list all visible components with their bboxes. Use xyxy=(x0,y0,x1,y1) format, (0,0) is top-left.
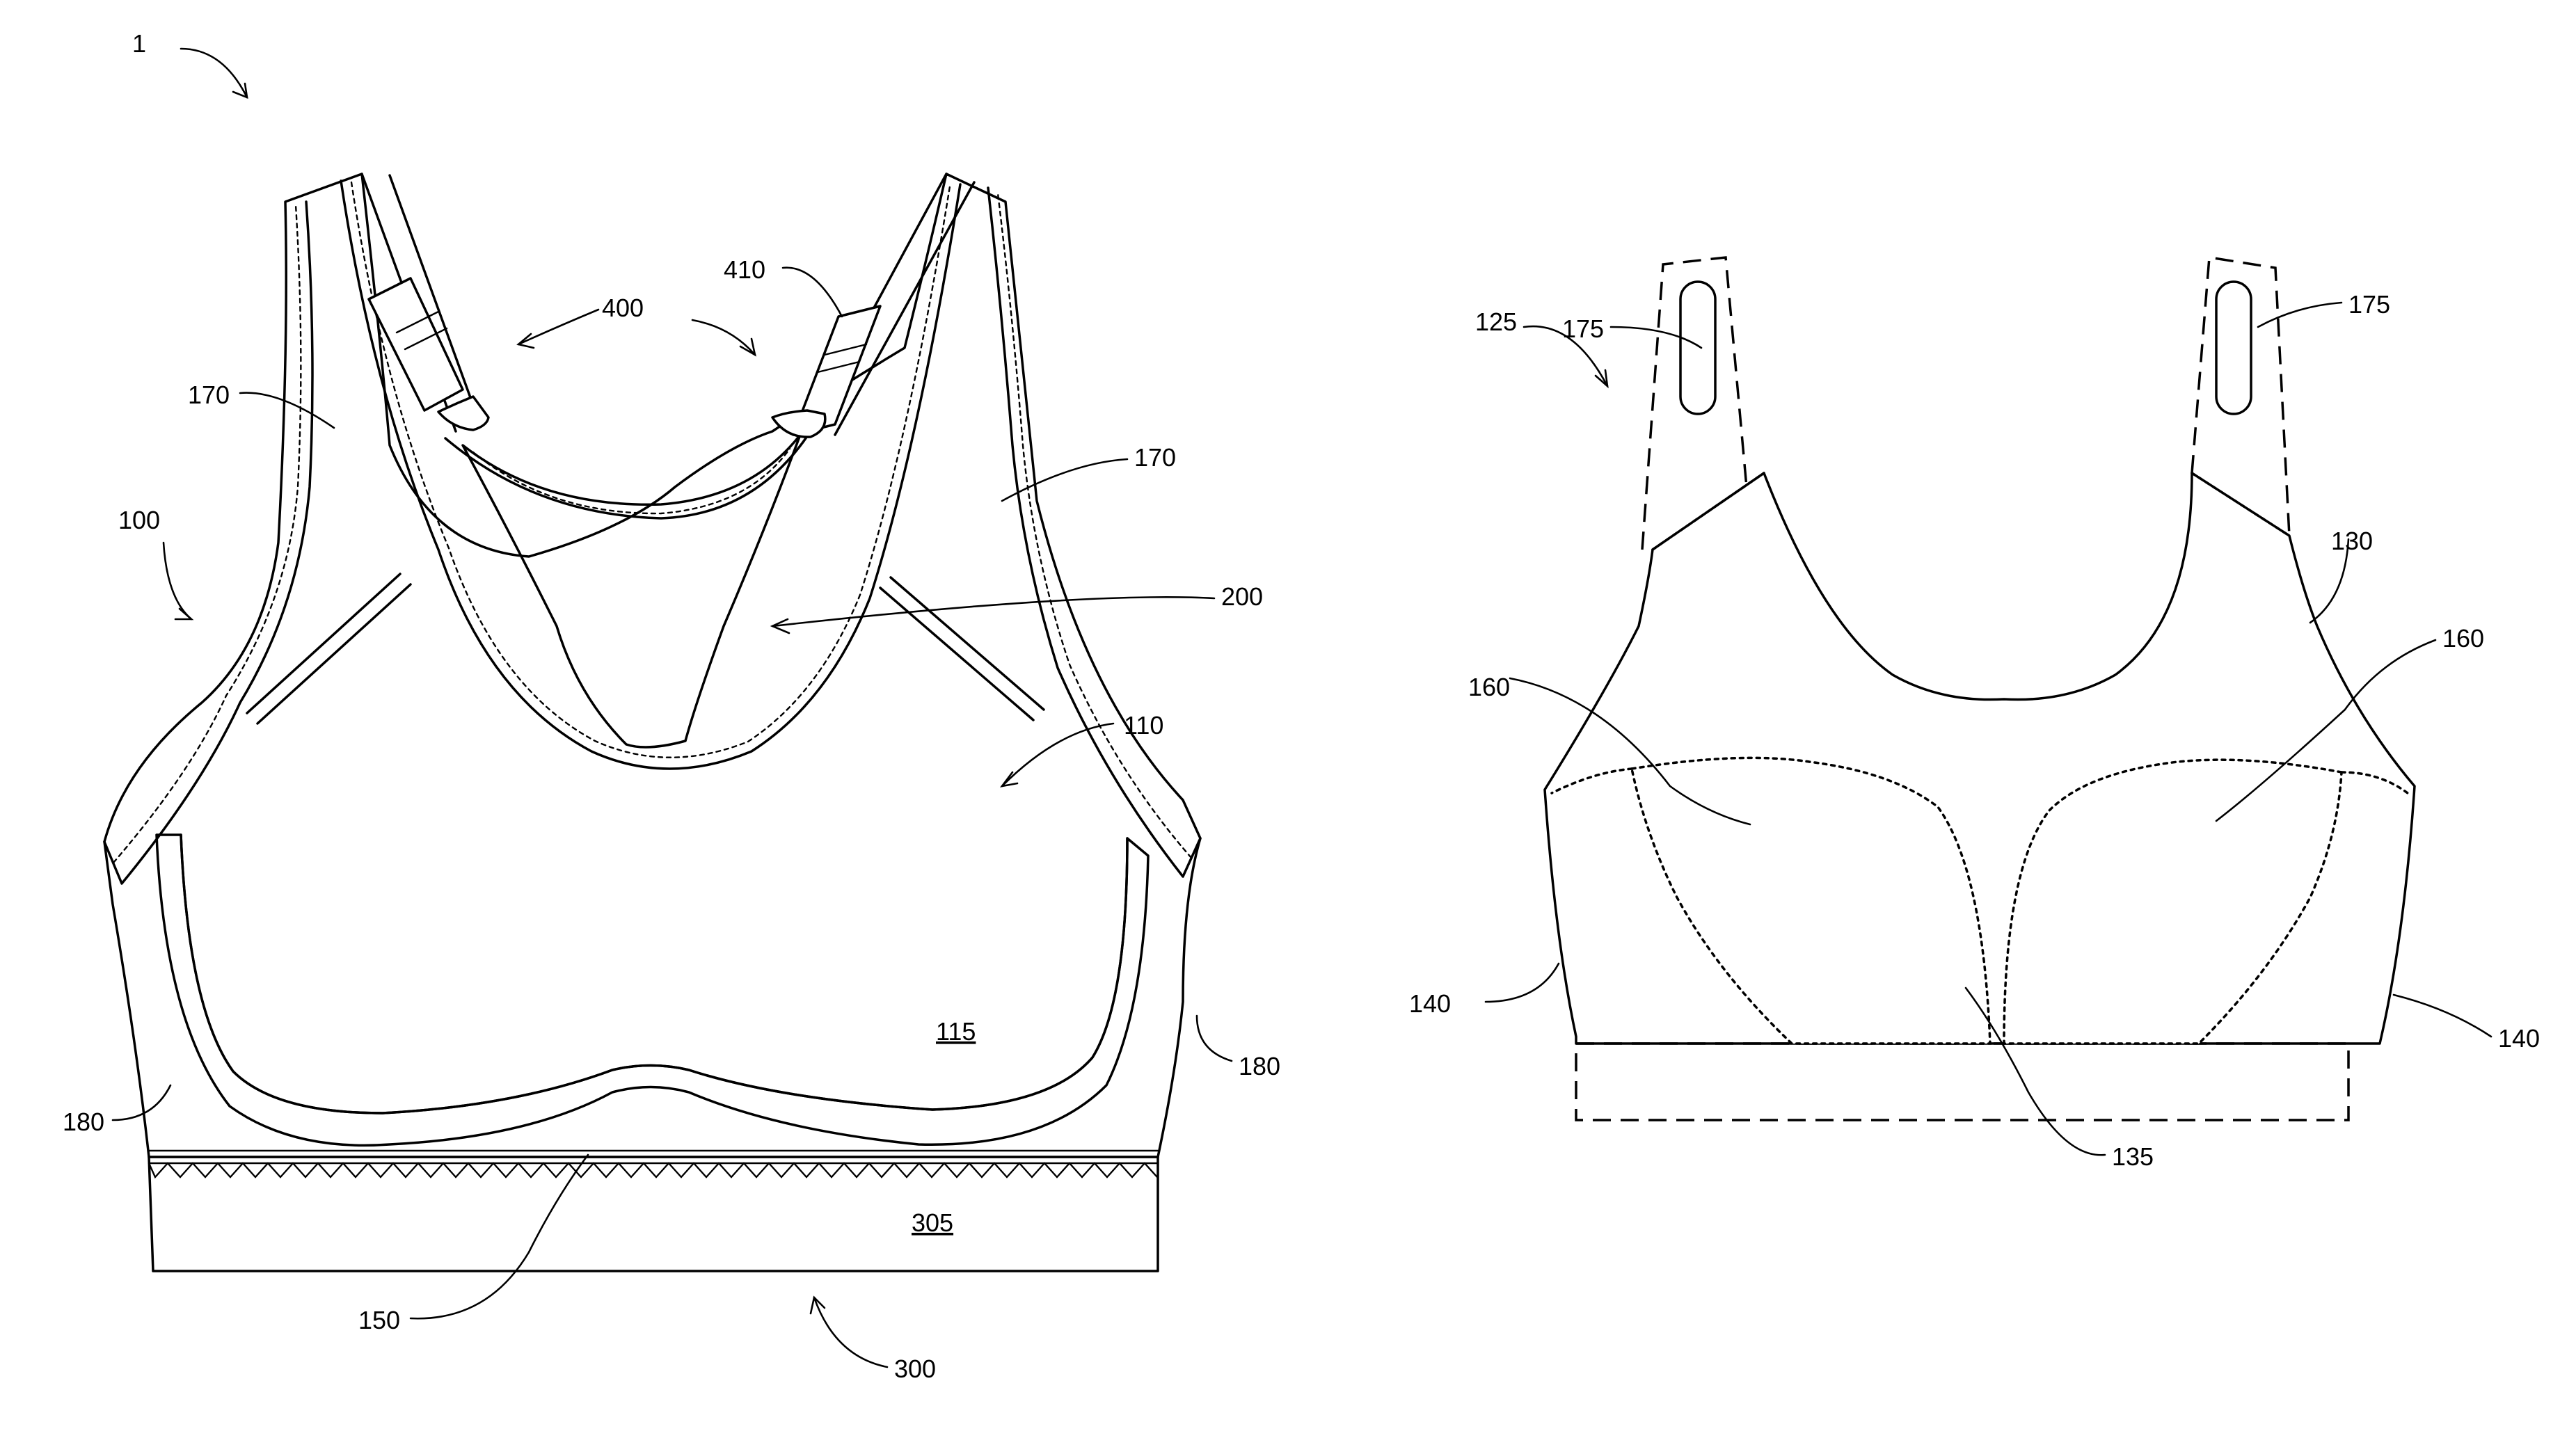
ref-170-left: 170 xyxy=(188,381,230,409)
blank-band xyxy=(1576,1044,2348,1120)
ref-400: 400 xyxy=(602,294,644,322)
ref-130: 130 xyxy=(2331,527,2373,555)
ref-180-right: 180 xyxy=(1239,1052,1280,1080)
front-body-outline xyxy=(104,174,1200,1157)
ref-175-left: 175 xyxy=(1562,314,1604,343)
ref-135: 135 xyxy=(2112,1142,2154,1171)
ref-175-right: 175 xyxy=(2348,290,2390,319)
ref-150: 150 xyxy=(358,1306,400,1334)
ref-140-left: 140 xyxy=(1409,989,1451,1018)
ref-160-right: 160 xyxy=(2442,624,2484,653)
ref-160-left: 160 xyxy=(1468,673,1510,701)
right-side-seam xyxy=(2342,772,2408,793)
right-blank-strap xyxy=(2192,257,2289,536)
ref-170-right: 170 xyxy=(1134,443,1176,472)
ref-300: 300 xyxy=(894,1355,936,1383)
right-strap-slot xyxy=(2216,282,2251,414)
ref-180-left: 180 xyxy=(63,1108,104,1136)
ref-305: 305 xyxy=(912,1208,953,1237)
left-strap-slot xyxy=(1680,282,1715,414)
ref-100: 100 xyxy=(118,506,160,534)
ref-1: 1 xyxy=(132,29,146,58)
ref-410: 410 xyxy=(724,255,765,284)
right-cutout xyxy=(2004,760,2342,1044)
left-side-seam xyxy=(1552,769,1632,793)
front-garment-view xyxy=(104,174,1200,1271)
ref-125: 125 xyxy=(1475,307,1517,336)
left-cutout xyxy=(1632,758,1990,1044)
left-blank-strap xyxy=(1642,257,1747,550)
ref-200: 200 xyxy=(1221,582,1263,611)
ref-115: 115 xyxy=(936,1017,976,1046)
ref-140-right: 140 xyxy=(2498,1024,2540,1053)
garment-blank-view xyxy=(1545,257,2415,1120)
ref-110: 110 xyxy=(1124,711,1163,740)
